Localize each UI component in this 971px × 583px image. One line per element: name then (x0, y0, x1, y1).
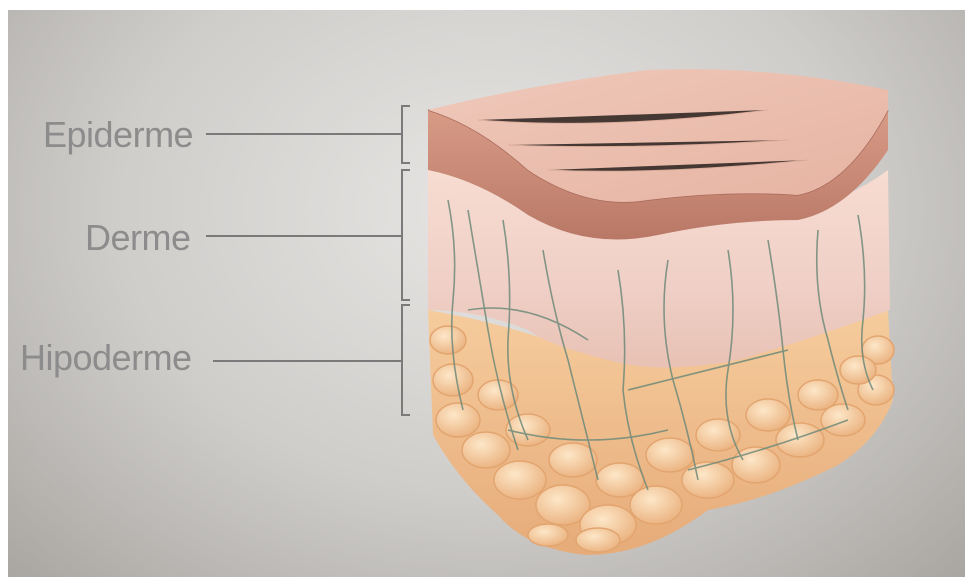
hipoderme-bracket (402, 305, 410, 415)
skin-cross-section-illustration (8, 10, 965, 577)
illustration-frame: Epiderme Derme Hipoderme (8, 10, 965, 577)
epiderme-bracket (402, 106, 410, 163)
label-epiderme: Epiderme (43, 114, 193, 156)
label-hipoderme: Hipoderme (20, 337, 192, 379)
leader-lines (206, 106, 410, 415)
label-derme: Derme (85, 217, 191, 259)
derme-bracket (402, 170, 410, 300)
